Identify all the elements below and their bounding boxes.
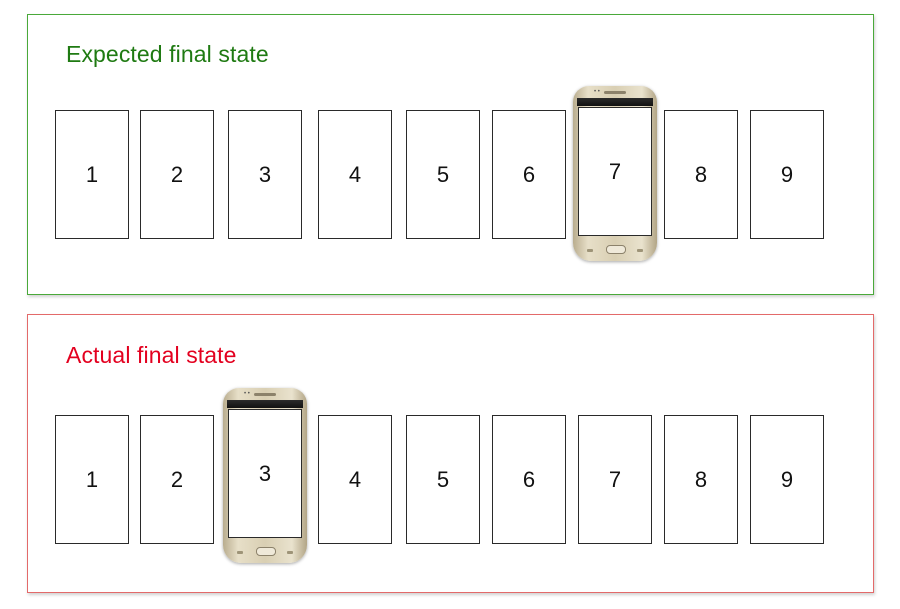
expected-state-title: Expected final state [66, 41, 269, 67]
phone-camera-icon: • • [244, 391, 250, 397]
phone-recent-key-icon [637, 249, 643, 252]
smartphone-icon: • • 3 [223, 388, 307, 563]
slot-number: 7 [608, 466, 622, 492]
slot-box: 3 [228, 409, 302, 538]
slot-box: 9 [750, 110, 824, 239]
phone-home-button-icon [606, 245, 626, 254]
slot-number: 2 [170, 466, 184, 492]
slot-box: 1 [55, 110, 129, 239]
slot-box: 6 [492, 415, 566, 544]
slot-number: 4 [348, 161, 362, 187]
actual-state-panel: Actual final state 1 2 • • 3 4 5 6 7 8 9 [27, 314, 874, 593]
actual-slot-row: 1 2 • • 3 4 5 6 7 8 9 [28, 315, 873, 592]
slot-number: 5 [436, 466, 450, 492]
phone-status-bar [577, 98, 653, 106]
slot-number: 1 [85, 161, 99, 187]
actual-state-title: Actual final state [66, 342, 237, 368]
slot-number: 4 [348, 466, 362, 492]
slot-number: 3 [258, 460, 272, 486]
slot-box: 6 [492, 110, 566, 239]
slot-number: 9 [780, 161, 794, 187]
smartphone-icon: • • 7 [573, 86, 657, 261]
slot-number: 3 [258, 161, 272, 187]
phone-home-button-icon [256, 547, 276, 556]
slot-number: 2 [170, 161, 184, 187]
slot-number: 7 [608, 158, 622, 184]
slot-box: 5 [406, 415, 480, 544]
slot-box: 4 [318, 110, 392, 239]
slot-number: 1 [85, 466, 99, 492]
phone-back-key-icon [237, 551, 243, 554]
slot-number: 8 [694, 161, 708, 187]
expected-slot-row: 1 2 3 4 5 6 • • 7 8 9 [28, 15, 873, 294]
slot-box: 1 [55, 415, 129, 544]
slot-box: 8 [664, 110, 738, 239]
slot-number: 9 [780, 466, 794, 492]
expected-state-panel: Expected final state 1 2 3 4 5 6 • • 7 8 9 [27, 14, 874, 295]
slot-box: 7 [578, 415, 652, 544]
slot-box: 2 [140, 415, 214, 544]
slot-number: 8 [694, 466, 708, 492]
slot-number: 6 [522, 161, 536, 187]
slot-box: 7 [578, 107, 652, 236]
slot-number: 6 [522, 466, 536, 492]
slot-box: 9 [750, 415, 824, 544]
phone-status-bar [227, 400, 303, 408]
slot-box: 5 [406, 110, 480, 239]
phone-speaker-icon [604, 91, 626, 94]
slot-box: 2 [140, 110, 214, 239]
slot-box: 4 [318, 415, 392, 544]
slot-box: 8 [664, 415, 738, 544]
slot-box: 3 [228, 110, 302, 239]
phone-speaker-icon [254, 393, 276, 396]
slot-number: 5 [436, 161, 450, 187]
phone-recent-key-icon [287, 551, 293, 554]
phone-camera-icon: • • [594, 89, 600, 95]
phone-back-key-icon [587, 249, 593, 252]
